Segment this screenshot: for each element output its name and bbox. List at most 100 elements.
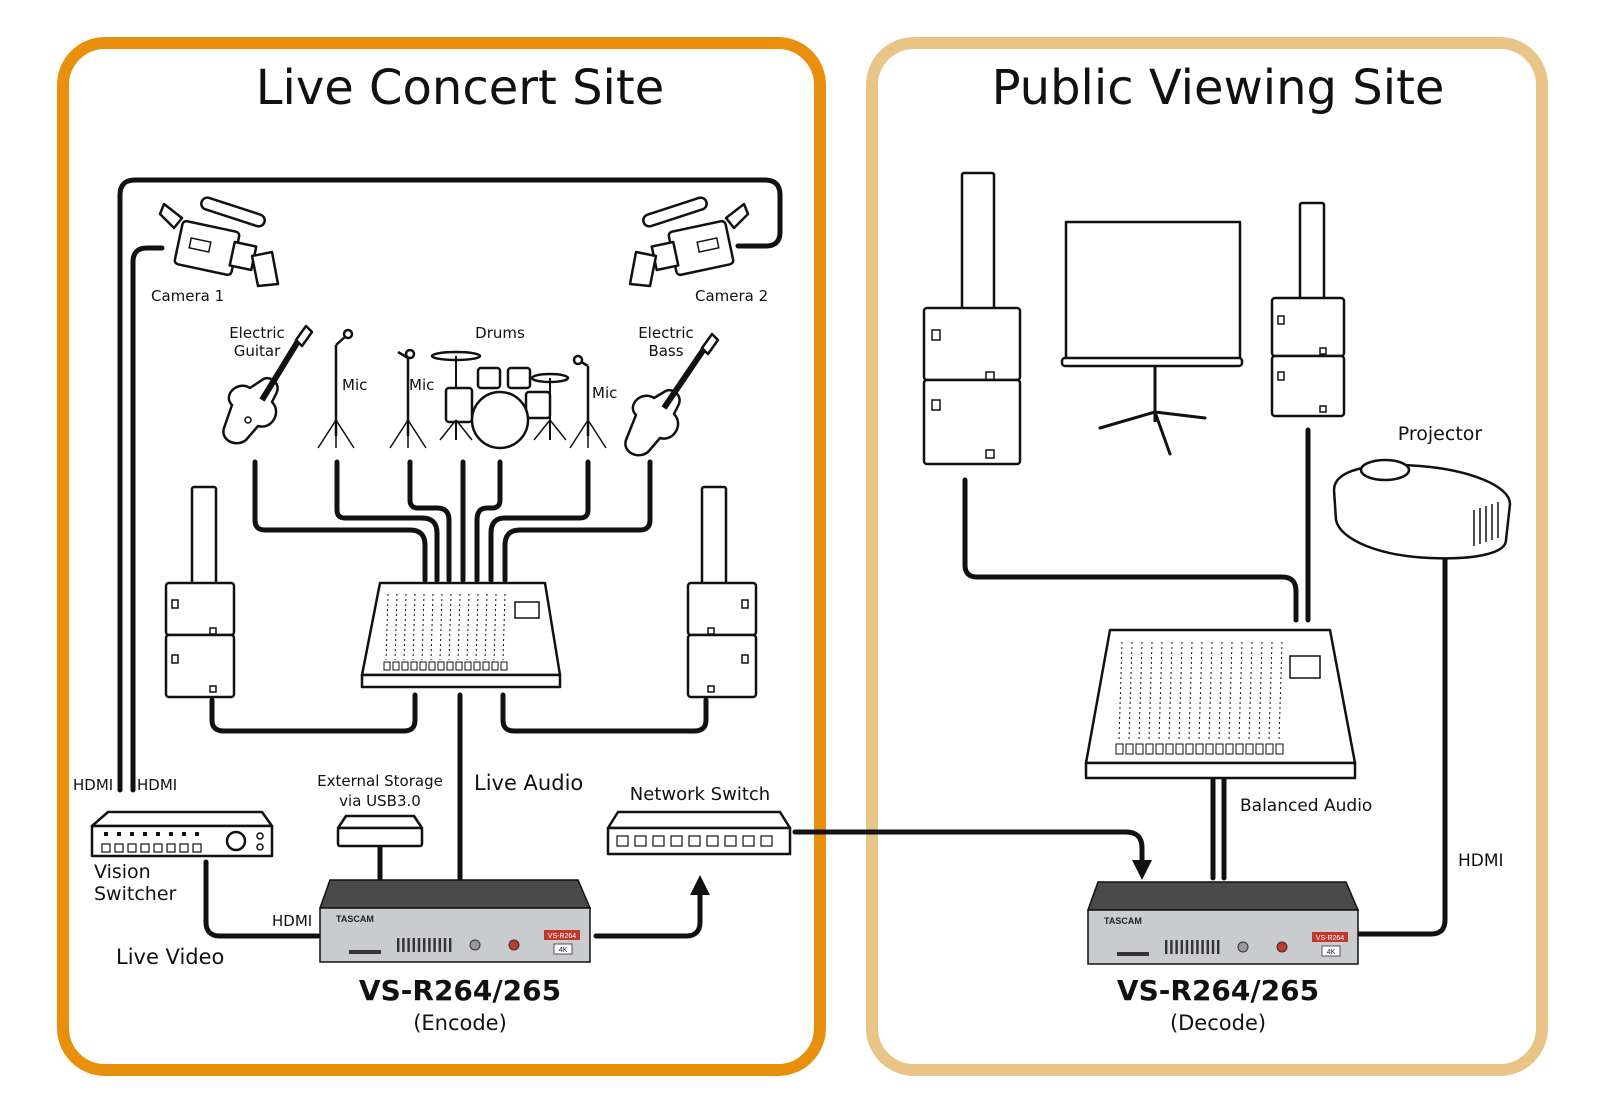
switch-port	[760, 835, 773, 847]
electric-bass-icon	[624, 332, 720, 457]
switcher-button	[153, 843, 163, 853]
mixer-fader	[482, 661, 490, 671]
network-switch-icon	[606, 810, 792, 856]
mixer-fader	[491, 661, 499, 671]
switcher-button	[166, 843, 176, 853]
switcher-led	[143, 832, 147, 836]
encoder-badge: VS-R264	[548, 933, 577, 940]
switch-port	[670, 835, 683, 847]
decoder-device-icon: TASCAM VS-R264 4K	[1086, 881, 1360, 965]
mic-2-label: Mic	[409, 376, 434, 394]
electric-guitar-icon	[222, 324, 314, 445]
concert-wiring	[117, 177, 1152, 939]
device-vent	[1211, 940, 1215, 954]
mixer-fader	[1275, 743, 1284, 755]
decoder-brand: TASCAM	[1104, 916, 1142, 926]
mixer-channel-strip	[1188, 641, 1193, 741]
device-vent	[428, 938, 431, 952]
device-vent	[1165, 940, 1168, 954]
switcher-led	[156, 832, 160, 836]
mixer-fader	[455, 661, 463, 671]
device-vent	[1206, 940, 1209, 954]
vision-switcher-icon	[90, 810, 274, 858]
mixer-fader	[1205, 743, 1214, 755]
mixer-channel-strip	[475, 593, 479, 661]
hdmi-projector-label: HDMI	[1458, 851, 1504, 871]
mixer-channel-strip	[1238, 641, 1243, 741]
switcher-button	[101, 843, 111, 853]
mixer-fader	[1215, 743, 1224, 755]
switcher-led	[117, 832, 121, 836]
switcher-button	[192, 843, 202, 853]
mixer-channel-strip	[1208, 641, 1213, 741]
mixer-fader	[1155, 743, 1164, 755]
mixer-fader	[1265, 743, 1274, 755]
electric-bass-label-line2: Bass	[648, 342, 683, 360]
device-vent	[412, 938, 415, 952]
concert-speaker-right-icon	[686, 485, 758, 699]
mic-stand-3-icon	[569, 354, 607, 449]
mixer-channel-strip	[1158, 641, 1163, 741]
switcher-button	[179, 843, 189, 853]
switch-port	[742, 835, 755, 847]
mixer-fader	[1145, 743, 1154, 755]
viewing-site-title: Public Viewing Site	[992, 60, 1445, 116]
mixer-fader	[464, 661, 472, 671]
mixer-channel-strip	[1278, 641, 1283, 741]
mixer-fader	[1245, 743, 1254, 755]
viewing-site-frame	[866, 37, 1548, 1076]
switch-port	[652, 835, 665, 847]
encoder-brand: TASCAM	[336, 914, 374, 924]
device-vent	[397, 938, 400, 952]
camera-1-label: Camera 1	[151, 287, 224, 305]
mixer-channel-strip	[430, 593, 434, 661]
mixer-fader	[419, 661, 427, 671]
device-vent	[402, 938, 405, 952]
decoder-4k: 4K	[1327, 949, 1336, 956]
mixer-channel-strip	[448, 593, 452, 661]
mixer-channel-strip	[1168, 641, 1173, 741]
switcher-led	[182, 832, 186, 836]
mixer-fader	[1235, 743, 1244, 755]
external-storage-label-line1: External Storage	[317, 772, 443, 790]
device-vent	[1191, 940, 1194, 954]
mixer-channel-strip	[1248, 641, 1253, 741]
mixer-fader	[500, 661, 508, 671]
electric-guitar-label-line2: Guitar	[234, 342, 281, 360]
camera-2-icon	[628, 196, 750, 288]
projection-screen-icon	[1060, 220, 1244, 456]
mixer-fader	[473, 661, 481, 671]
decoder-role-label: (Decode)	[1170, 1011, 1266, 1035]
mixer-fader	[446, 661, 454, 671]
camera-2-label: Camera 2	[695, 287, 768, 305]
mixer-channel-strip	[1198, 641, 1203, 741]
device-vent	[449, 938, 452, 952]
mixer-channel-strip	[1138, 641, 1143, 741]
switcher-led	[130, 832, 134, 836]
live-video-label: Live Video	[116, 945, 224, 969]
projector-icon	[1332, 458, 1512, 560]
switcher-button	[140, 843, 150, 853]
mixer-channel-strip	[403, 593, 407, 661]
switch-port	[616, 835, 629, 847]
device-vent	[1175, 940, 1178, 954]
device-vent	[407, 938, 410, 952]
switcher-button	[114, 843, 124, 853]
drum-kit-icon	[430, 350, 570, 450]
switch-port	[688, 835, 701, 847]
mixer-channel-strip	[1148, 641, 1153, 741]
encoder-model-label: VS-R264/265	[359, 974, 561, 1007]
viewing-speaker-right-icon	[1270, 201, 1346, 418]
concert-site-title: Live Concert Site	[256, 60, 664, 116]
device-vent	[1170, 940, 1173, 954]
viewing-mixer-icon	[1084, 628, 1357, 780]
device-vent	[1180, 940, 1183, 954]
mixer-channel-strip	[1178, 641, 1183, 741]
mixer-channel-strip	[421, 593, 425, 661]
mixer-fader	[392, 661, 400, 671]
device-vent	[443, 938, 447, 952]
switcher-led	[195, 832, 199, 836]
mixer-fader	[1195, 743, 1204, 755]
mixer-channel-strip	[466, 593, 470, 661]
